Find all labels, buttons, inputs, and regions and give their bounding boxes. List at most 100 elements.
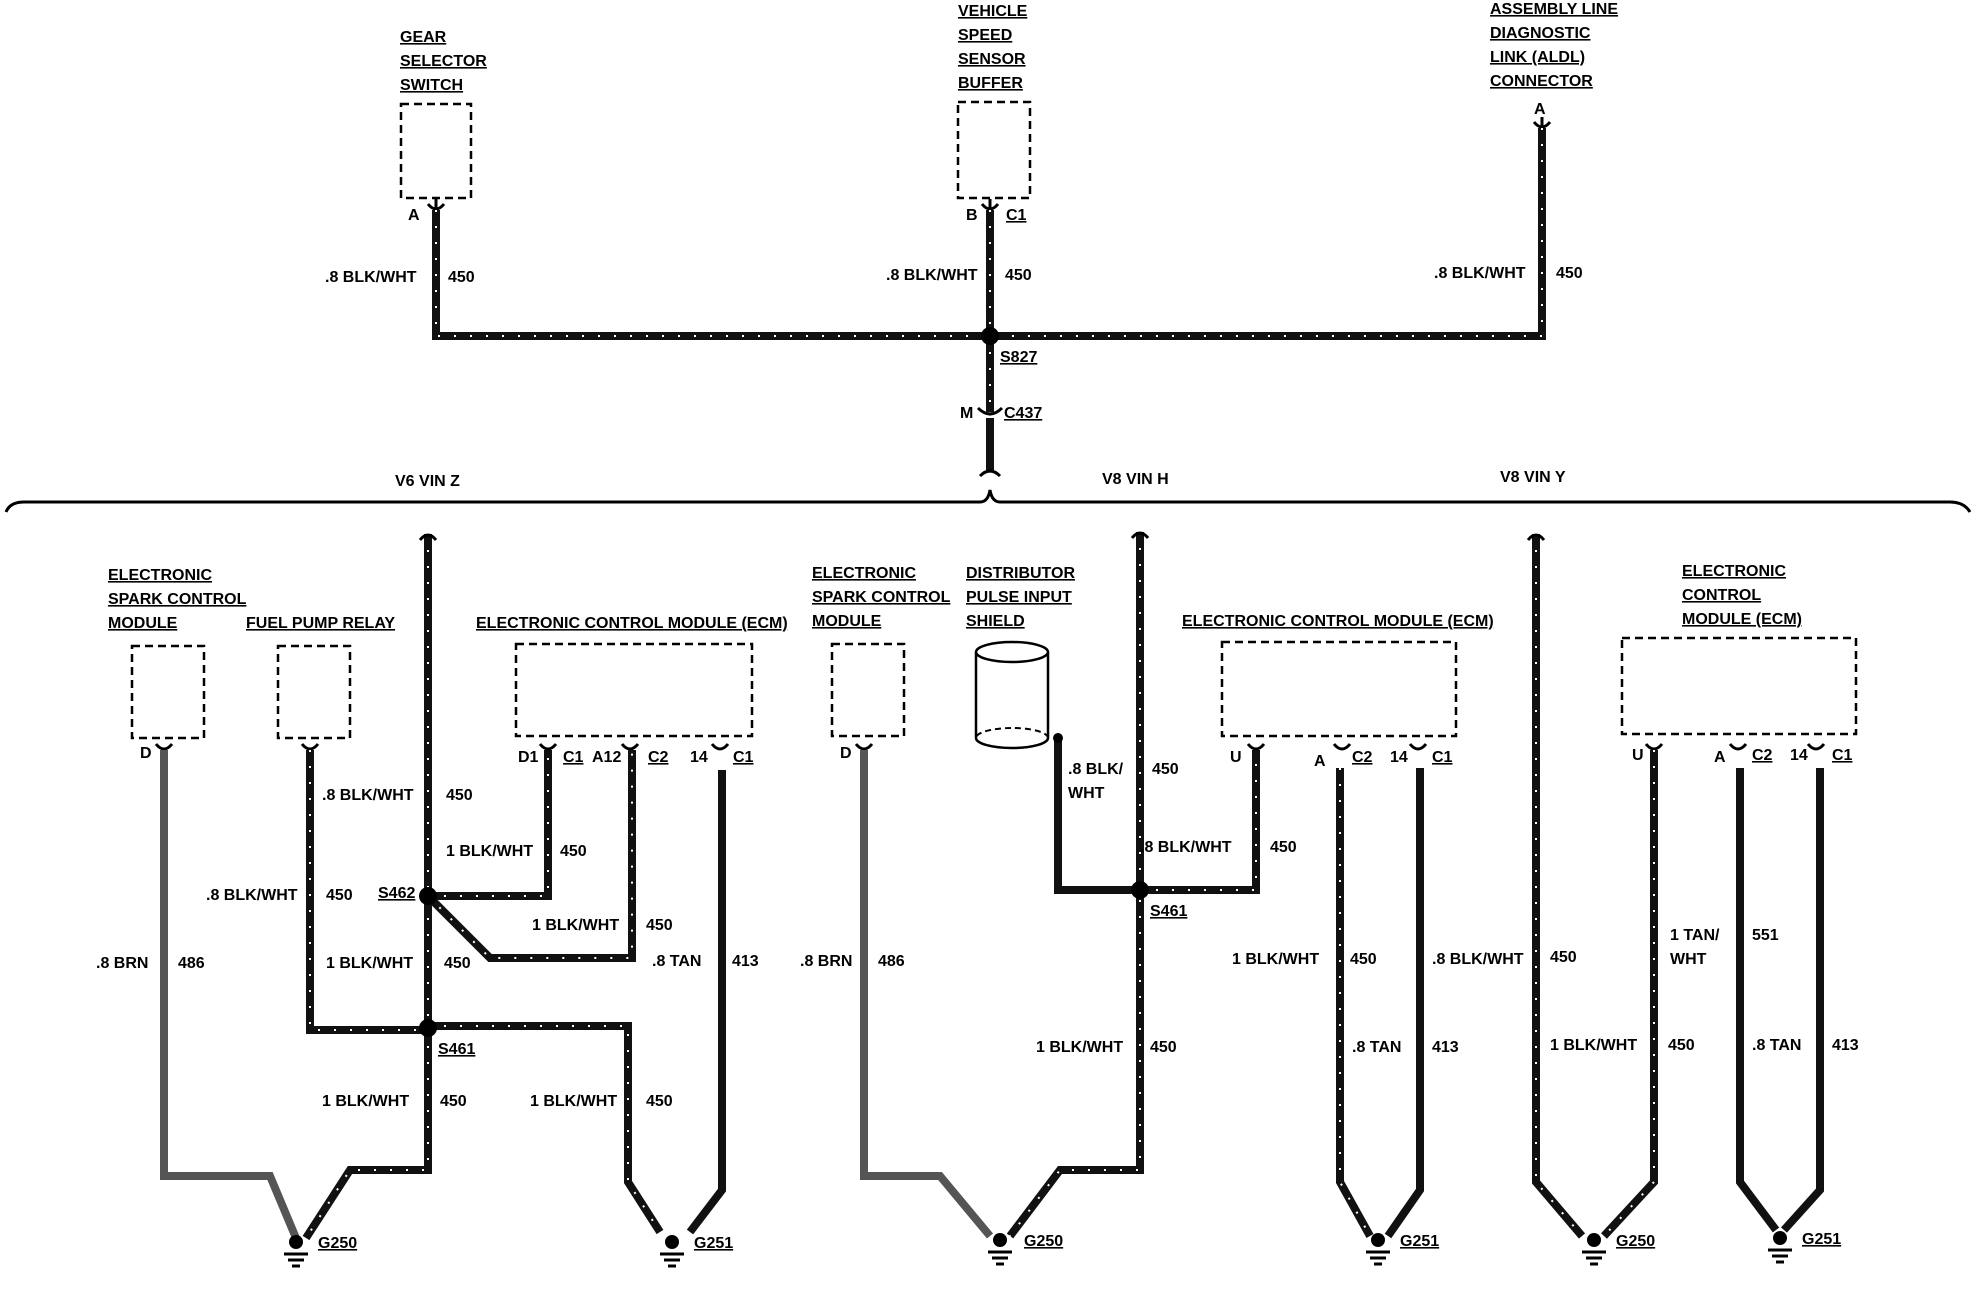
section-v8-vin-h: V8 VIN H: [1102, 471, 1169, 488]
v6-ground-g250: G250: [284, 1235, 357, 1268]
gear-selector-label-3: SWITCH: [400, 77, 463, 94]
v8h-u-circuit: 450: [1270, 839, 1297, 856]
v6-tan-circuit: 413: [732, 953, 759, 970]
v6-escm-label-2: SPARK CONTROL: [108, 591, 247, 608]
wire-break-top: [978, 469, 1002, 478]
v8y-tan-wht-label-2: WHT: [1670, 951, 1707, 968]
vss-label-2: SPEED: [958, 27, 1012, 44]
section-bracket: [4, 489, 1972, 513]
gear-selector-pin: A: [408, 207, 420, 224]
v8h-ecm-label: ELECTRONIC CONTROL MODULE (ECM): [1182, 613, 1494, 630]
v8h-escm-pin: D: [840, 745, 852, 762]
v8h-g251-wire-label: 1 BLK/WHT: [1232, 951, 1319, 968]
v8y-ground-g250-label: G250: [1616, 1233, 1655, 1250]
top-wires: .8 BLK/WHT 450 .8 BLK/WHT 450 .8 BLK/WHT…: [325, 128, 1583, 478]
v8h-wire-brn: [860, 750, 994, 1239]
v6-splice-s462-label: S462: [378, 885, 415, 902]
v6-ground-g251-label: G251: [694, 1235, 733, 1252]
vss-box: [956, 100, 1032, 200]
v8y-tan-label: .8 TAN: [1752, 1037, 1801, 1054]
v6-main-circuit-1: 450: [446, 787, 473, 804]
v8y-ground-g251-label: G251: [1802, 1231, 1841, 1248]
aldl-label-4: CONNECTOR: [1490, 73, 1593, 90]
v8h-tan-wire-label-1: .8 BLK/WHT: [1432, 951, 1524, 968]
v6-wire-tan: [686, 770, 726, 1235]
v8y-main-circuit: 450: [1550, 949, 1577, 966]
v8h-escm-box: [830, 642, 906, 738]
v8h-dist-label-1: DISTRIBUTOR: [966, 565, 1075, 582]
v6-brn-label: .8 BRN: [96, 955, 148, 972]
v6-ecm-pin-14: 14: [690, 749, 708, 766]
v8h-escm-label-2: SPARK CONTROL: [812, 589, 951, 606]
v8h-brn-label: .8 BRN: [800, 953, 852, 970]
vss-circuit: 450: [1005, 267, 1032, 284]
gear-selector-pin-fork: [426, 199, 446, 211]
v8h-dist-label-3: SHIELD: [966, 613, 1025, 630]
aldl-pin-fork: [1532, 117, 1552, 129]
vss-conn: C1: [1006, 207, 1027, 224]
v8h-main-circuit-2: 450: [1150, 1039, 1177, 1056]
v8y-ecm-label-2: CONTROL: [1682, 587, 1761, 604]
v8y-ground-g251: G251: [1768, 1231, 1841, 1264]
v8h-splice-s461-label: S461: [1150, 903, 1187, 920]
v6-brn-circuit: 486: [178, 955, 205, 972]
vehicle-speed-sensor-buffer: VEHICLE SPEED SENSOR BUFFER B C1: [956, 3, 1032, 224]
v8y-tan-circuit: 413: [1832, 1037, 1859, 1054]
v8h-ecm-conn-c1: C1: [1432, 749, 1453, 766]
v8y-wire-main: [1532, 534, 1586, 1239]
v8y-ecm-pin-a: A: [1714, 749, 1726, 766]
v8y-ecm-label-1: ELECTRONIC: [1682, 563, 1786, 580]
splice-s827: [981, 327, 999, 345]
v6-ecm-pin-d1: D1: [518, 749, 539, 766]
wire-gear-to-s827: [432, 210, 990, 340]
v8y-ground-g250: G250: [1582, 1233, 1655, 1266]
v8h-ecm-conn-c2: C2: [1352, 749, 1373, 766]
aldl-pin: A: [1534, 101, 1546, 118]
v8h-dist-shield-cylinder: [974, 640, 1050, 750]
v8h-wire-shield: [1054, 738, 1140, 894]
v8h-tan-circuit: 413: [1432, 1039, 1459, 1056]
aldl-label-2: DIAGNOSTIC: [1490, 25, 1591, 42]
v8-vin-h-section: ELECTRONIC SPARK CONTROL MODULE D DISTRI…: [800, 531, 1524, 1266]
aldl-connector: ASSEMBLY LINE DIAGNOSTIC LINK (ALDL) CON…: [1490, 1, 1618, 129]
v6-wire-fpr: [306, 750, 428, 1034]
v8h-ecm-pin-u: U: [1230, 749, 1242, 766]
v6-g251-circuit: 450: [646, 1093, 673, 1110]
gear-selector-switch: GEAR SELECTOR SWITCH A: [399, 29, 487, 224]
v8h-ground-g250-label: G250: [1024, 1233, 1063, 1250]
v8y-ecm-conn-c2: C2: [1752, 747, 1773, 764]
v6-ecm-conn-c1b: C1: [733, 749, 754, 766]
v6-escm-label-3: MODULE: [108, 615, 178, 632]
v8y-wire-tan: [1781, 768, 1824, 1233]
v8h-main-circuit-1: 450: [1152, 761, 1179, 778]
v6-main-wire-label-1: .8 BLK/WHT: [322, 787, 414, 804]
v6-splice-s461: [419, 1019, 437, 1037]
v8h-wire-to-g251: [1336, 768, 1374, 1238]
wire-aldl-to-s827: [990, 128, 1546, 340]
v8y-wire-tan-wht: [1736, 768, 1780, 1233]
v6-fpr-circuit: 450: [326, 887, 353, 904]
v6-ecm-label: ELECTRONIC CONTROL MODULE (ECM): [476, 615, 788, 632]
vss-label-4: BUFFER: [958, 75, 1023, 92]
v6-vin-z-section: ELECTRONIC SPARK CONTROL MODULE D FUEL P…: [96, 533, 788, 1268]
v6-ecm-conn-c1a: C1: [563, 749, 584, 766]
c437-label: C437: [1004, 405, 1042, 422]
c437-pin: M: [960, 405, 973, 422]
v6-d1-wire-label: 1 BLK/WHT: [446, 843, 533, 860]
v6-fpr-wire-label: .8 BLK/WHT: [206, 887, 298, 904]
section-v6-vin-z: V6 VIN Z: [395, 473, 460, 490]
aldl-label-3: LINK (ALDL): [1490, 49, 1585, 66]
v6-splice-s461-label: S461: [438, 1041, 475, 1058]
v8h-wire-main: [1006, 532, 1144, 1239]
v8h-wire-tan: [1384, 768, 1424, 1239]
v6-ground-g250-label: G250: [318, 1235, 357, 1252]
v8h-escm-label-1: ELECTRONIC: [812, 565, 916, 582]
v6-wire-main: [302, 534, 432, 1241]
gear-wire-label: .8 BLK/WHT: [325, 269, 417, 286]
v6-main-circuit-2: 450: [444, 955, 471, 972]
v6-escm-box: [130, 644, 206, 740]
aldl-circuit: 450: [1556, 265, 1583, 282]
v8h-escm-label-3: MODULE: [812, 613, 882, 630]
vss-label-3: SENSOR: [958, 51, 1026, 68]
v8h-shield-wire-label-2: WHT: [1068, 785, 1105, 802]
